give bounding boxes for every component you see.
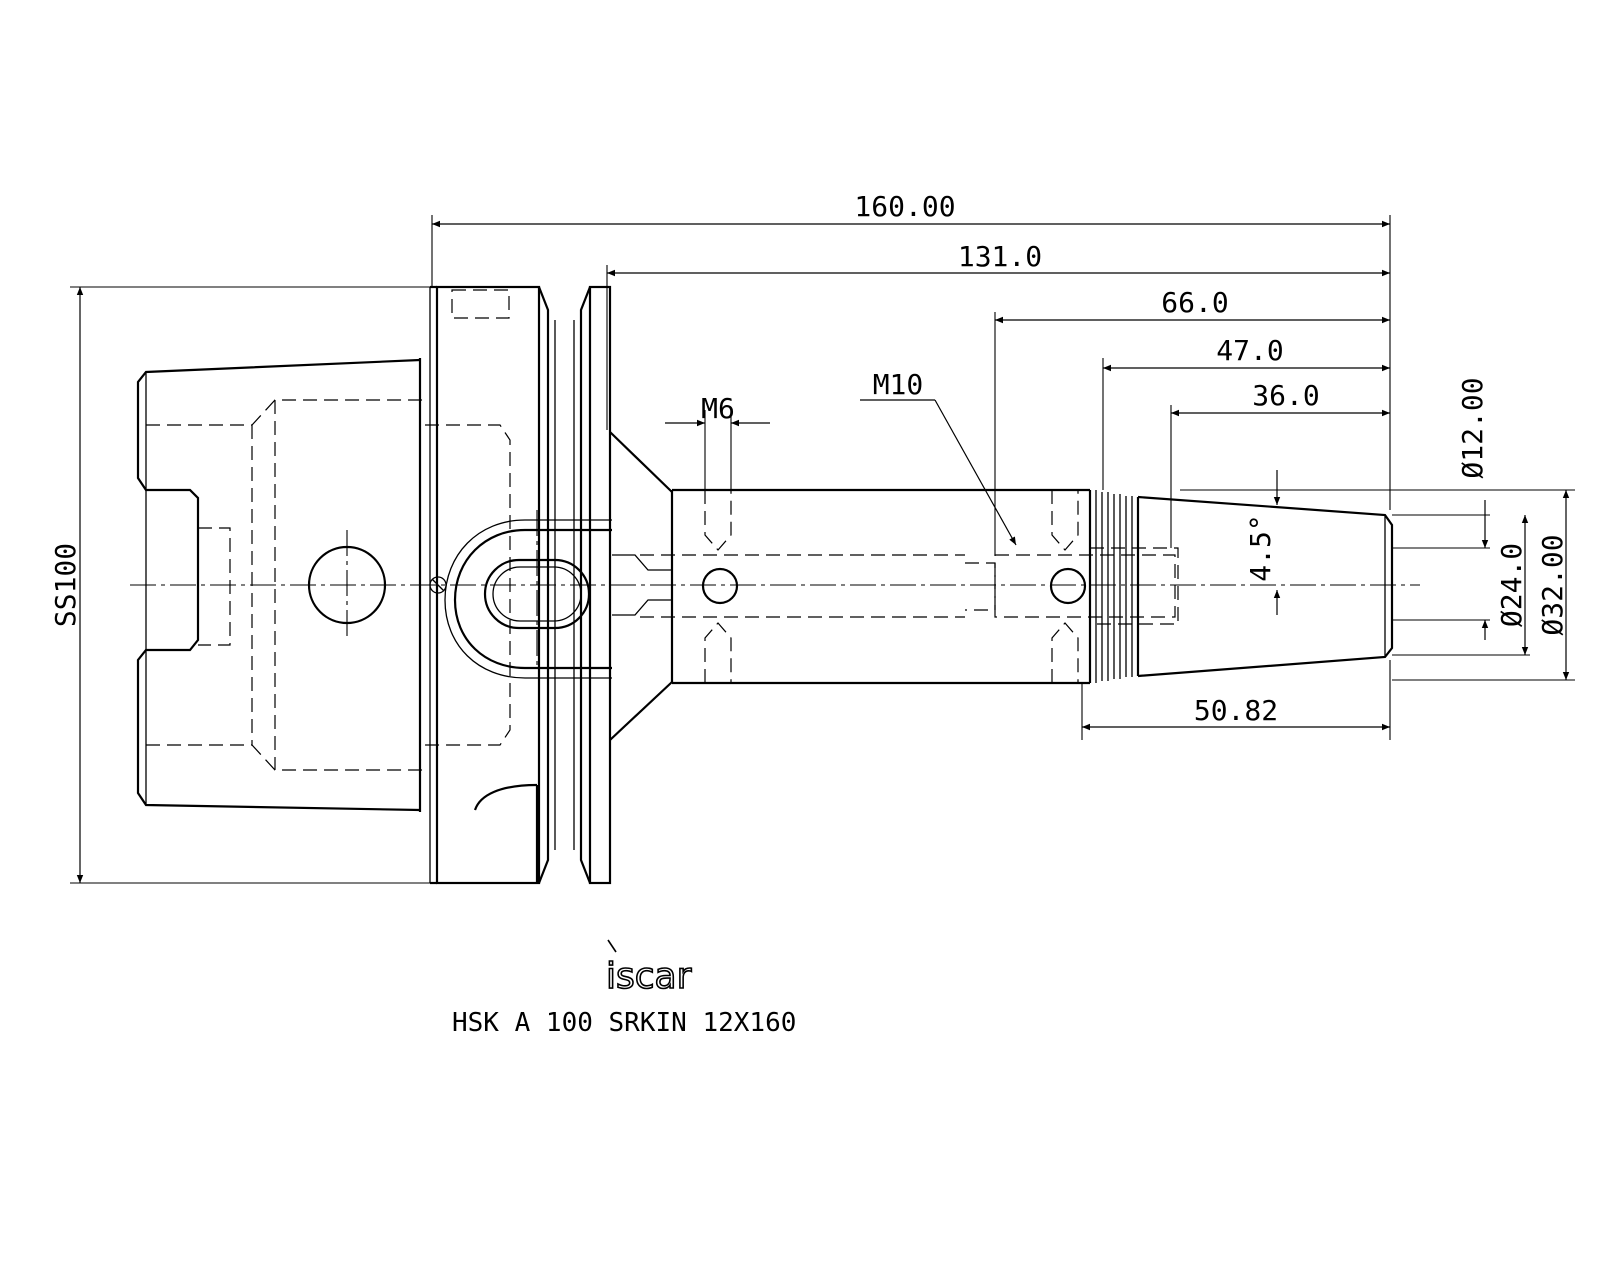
part-name: HSK A 100 SRKIN 12X160	[452, 1008, 796, 1038]
thread-m10-label: M10	[873, 368, 924, 401]
dimension-lines	[70, 215, 1575, 884]
dim-length-47: 47.0	[1216, 334, 1283, 367]
thread-section	[1088, 490, 1140, 683]
thread-m6-label: M6	[701, 392, 735, 425]
dia-12-label: Ø12.00	[1456, 377, 1489, 478]
dim-length-131: 131.0	[958, 240, 1042, 273]
iscar-logo: iscar	[605, 939, 692, 998]
dim-length-5082: 50.82	[1194, 694, 1278, 727]
taper-angle-label: 4.5°	[1244, 514, 1277, 581]
dim-overall-length: 160.00	[854, 190, 955, 223]
logo-text: iscar	[606, 956, 692, 997]
dim-length-36: 36.0	[1252, 379, 1319, 412]
dia-24-label: Ø24.0	[1495, 543, 1528, 627]
flange-size-label: SS100	[49, 543, 82, 627]
dia-32-label: Ø32.00	[1536, 534, 1569, 635]
dim-length-66: 66.0	[1161, 286, 1228, 319]
tool-body	[609, 431, 1394, 741]
